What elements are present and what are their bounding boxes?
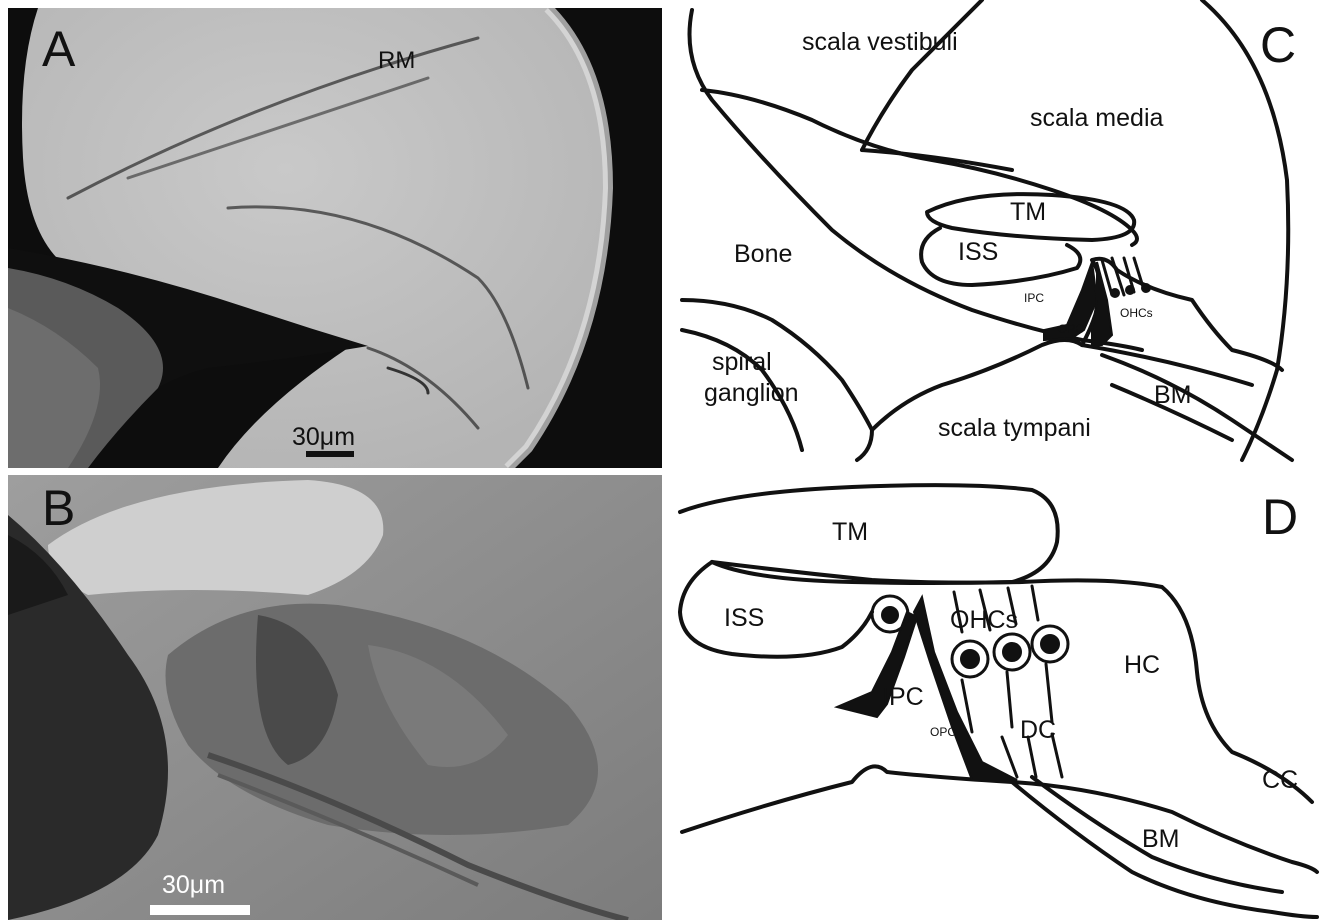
panel-b-scale-label: 30μm [162,871,225,899]
panel-a-scale-label: 30μm [292,423,355,451]
panel-a-label-rm: RM [378,47,415,74]
panel-a-scale-bar [306,451,354,457]
panel-b-micrograph: B 30μm [8,475,662,920]
panel-d-letter: D [1262,489,1298,545]
panel-a-image: A RM 30μm [8,8,662,468]
panel-c-letter: C [1260,17,1296,73]
panel-d-drawing: D TM ISS OHCs HC IPC OPC DC CC BM [672,472,1321,923]
panel-d-label-opc: OPC [930,725,956,739]
panel-d-schematic: D TM ISS OHCs HC IPC OPC DC CC BM [672,472,1321,923]
panel-a-letter: A [42,21,76,77]
panel-c-schematic: C scala vestibuli scala media TM ISS Bon… [672,0,1321,470]
panel-d-label-ipc: IPC [882,683,924,711]
panel-a-micrograph: A RM 30μm [8,8,662,468]
panel-b-letter: B [42,480,75,536]
panel-d-label-dc: DC [1020,716,1056,744]
panel-b-scale-bar [150,905,250,915]
panel-d-label-iss: ISS [724,604,764,632]
panel-c-label-bone: Bone [734,240,792,268]
panel-c-label-tm: TM [1010,198,1046,226]
panel-d-label-hc: HC [1124,651,1160,679]
panel-c-label-scala-tympani: scala tympani [938,414,1091,442]
panel-c-label-scala-media: scala media [1030,104,1163,132]
panel-c-label-ipc: IPC [1024,291,1044,305]
panel-c-label-spiral: spiral [712,348,772,376]
panel-c-drawing: C scala vestibuli scala media TM ISS Bon… [672,0,1321,470]
panel-c-label-ohcs: OHCs [1120,306,1153,320]
panel-d-label-cc: CC [1262,766,1298,794]
panel-b-image: B 30μm [8,475,662,920]
panel-c-label-ganglion: ganglion [704,379,799,407]
panel-c-label-opc: OPC [1058,322,1084,336]
panel-d-label-tm: TM [832,518,868,546]
panel-d-label-bm: BM [1142,825,1180,853]
panel-c-label-scala-vestibuli: scala vestibuli [802,28,958,56]
panel-d-label-ohcs: OHCs [950,606,1018,634]
panel-c-label-iss: ISS [958,238,998,266]
panel-c-label-bm: BM [1154,381,1192,409]
